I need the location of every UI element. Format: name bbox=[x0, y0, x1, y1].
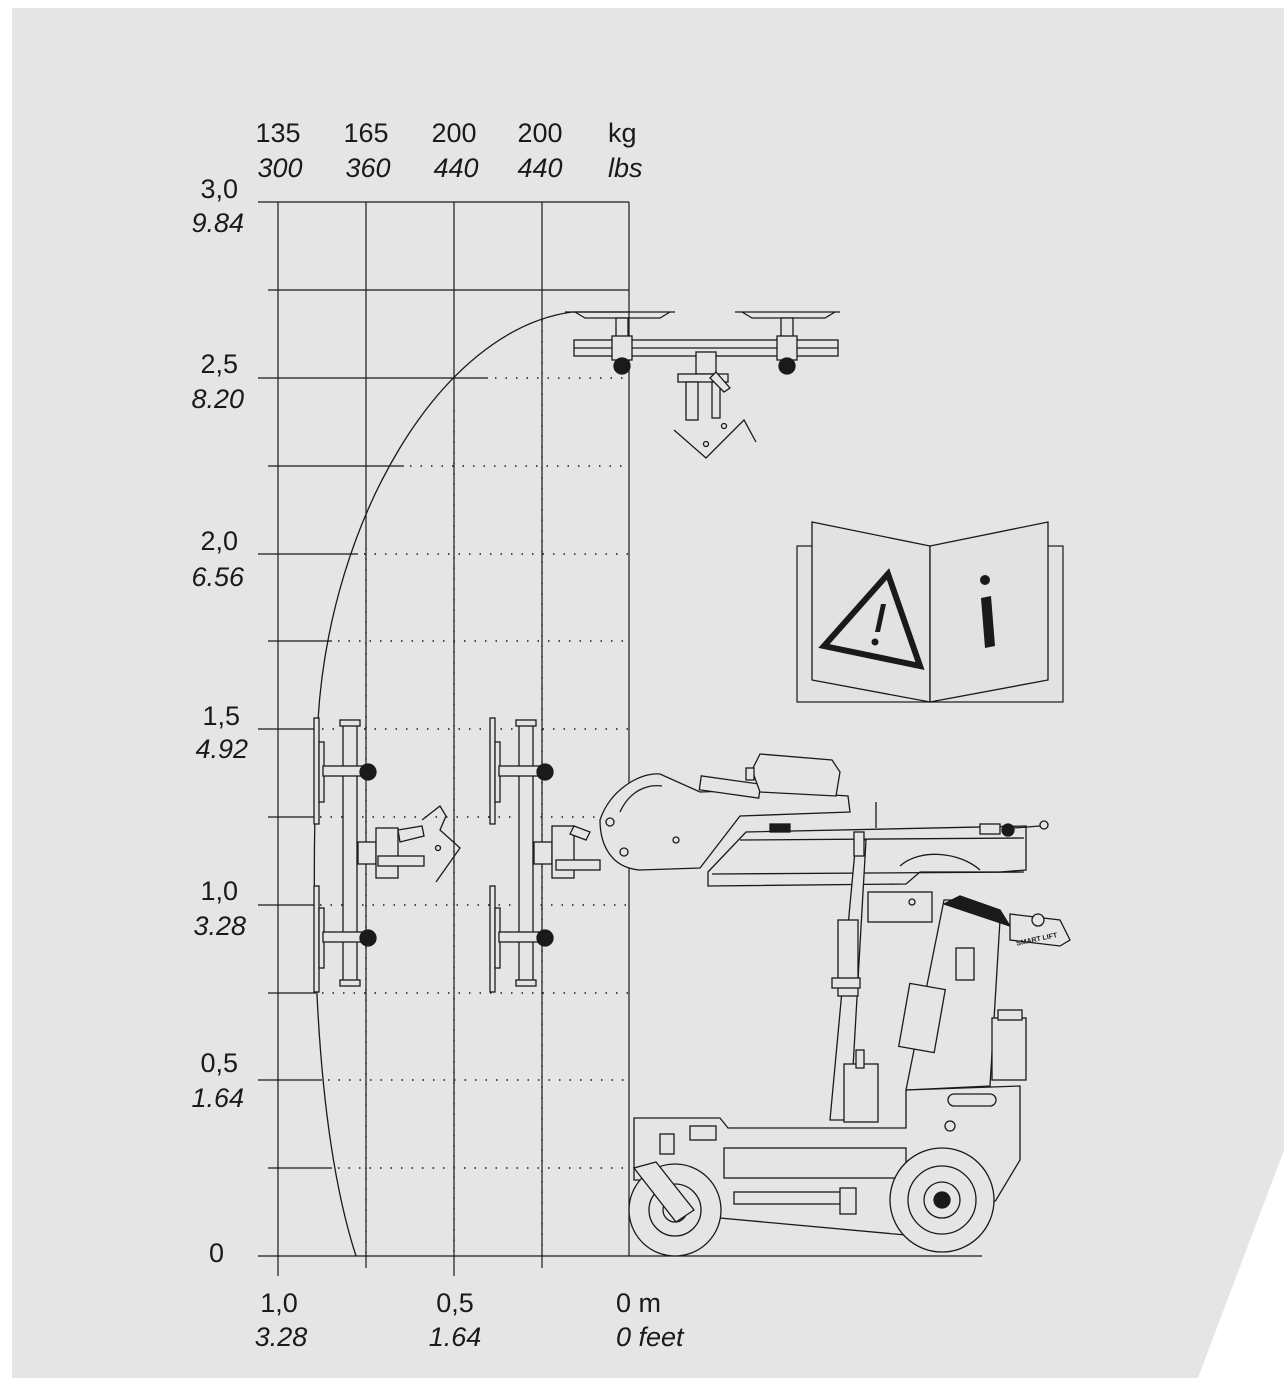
reach-label-m: 0,5 bbox=[436, 1288, 474, 1318]
height-label-ft: 3.28 bbox=[193, 911, 246, 941]
unit-lbs: lbs bbox=[608, 153, 643, 183]
glazing-robot: SMART LIFT bbox=[599, 753, 1071, 1257]
reach-label-m: 0 m bbox=[616, 1288, 661, 1318]
control-box bbox=[751, 753, 841, 797]
capacity-kg: 165 bbox=[343, 118, 388, 148]
capacity-kg: 135 bbox=[255, 118, 300, 148]
info-icon bbox=[980, 575, 995, 648]
center-vacuum-gripper bbox=[489, 717, 601, 993]
motor-block bbox=[867, 891, 933, 923]
height-label-m: 3,0 bbox=[200, 174, 238, 204]
upper-vacuum-gripper bbox=[565, 311, 840, 459]
height-label-m: 1,0 bbox=[200, 876, 238, 906]
capacity-lbs: 360 bbox=[345, 153, 390, 183]
height-label-m: 0,5 bbox=[200, 1048, 238, 1078]
height-label-ft: 4.92 bbox=[195, 734, 248, 764]
boom-arm bbox=[599, 773, 851, 871]
height-label-ft: 8.20 bbox=[191, 384, 244, 414]
envelope-dots bbox=[320, 320, 629, 1256]
left-vacuum-gripper bbox=[313, 717, 461, 993]
reach-label-ft: 0 feet bbox=[616, 1322, 685, 1352]
height-label-m: 0 bbox=[209, 1238, 224, 1268]
capacity-lbs: 440 bbox=[517, 153, 562, 183]
front-wheel bbox=[628, 1161, 722, 1257]
manual-book-icon bbox=[796, 521, 1064, 703]
capacity-kg: 200 bbox=[431, 118, 476, 148]
warning-icon bbox=[818, 568, 925, 671]
baseline-ticks bbox=[277, 1256, 543, 1276]
capacity-lbs: 440 bbox=[433, 153, 478, 183]
reach-label-m: 1,0 bbox=[260, 1288, 298, 1318]
reach-axis: 1,0 3.28 0,5 1.64 0 m 0 feet bbox=[255, 1288, 685, 1352]
reach-label-ft: 3.28 bbox=[255, 1322, 308, 1352]
book-left-page bbox=[811, 521, 931, 703]
unit-kg: kg bbox=[608, 118, 637, 148]
capacity-header: 135 300 165 360 200 440 200 440 kg lbs bbox=[255, 118, 642, 183]
rear-wheel bbox=[889, 1147, 995, 1253]
height-label-ft: 6.56 bbox=[191, 562, 245, 592]
capacity-lbs: 300 bbox=[257, 153, 302, 183]
height-label-ft: 1.64 bbox=[191, 1083, 244, 1113]
height-label-m: 2,5 bbox=[200, 349, 238, 379]
height-label-m: 1,5 bbox=[202, 701, 240, 731]
height-label-m: 2,0 bbox=[200, 526, 238, 556]
reach-label-ft: 1.64 bbox=[429, 1322, 482, 1352]
capacity-kg: 200 bbox=[517, 118, 562, 148]
height-lines bbox=[258, 289, 629, 1169]
height-label-ft: 9.84 bbox=[191, 208, 244, 238]
height-axis: 3,0 9.84 2,5 8.20 2,0 6.56 1,5 4.92 1,0 … bbox=[191, 174, 248, 1268]
